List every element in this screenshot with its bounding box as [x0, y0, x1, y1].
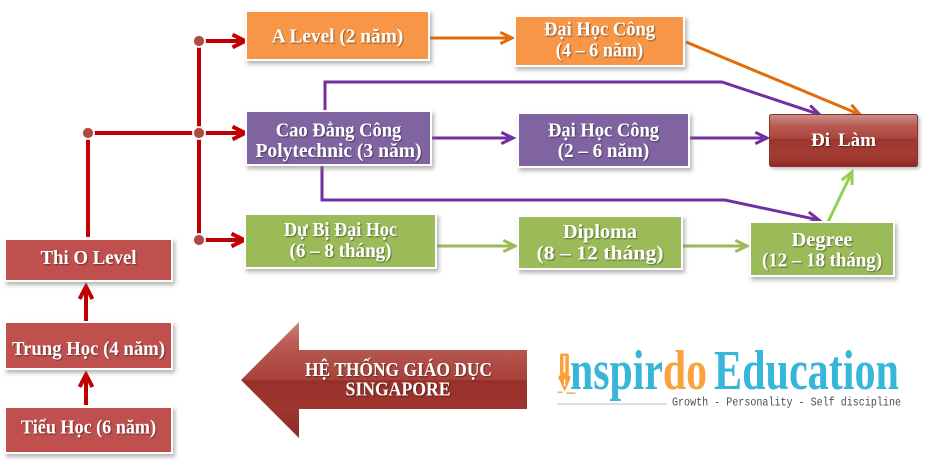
svg-text:Trung Học (4 năm): Trung Học (4 năm)	[12, 339, 165, 360]
svg-text:Cao Đẳng Công: Cao Đẳng Công	[276, 121, 402, 142]
svg-text:A Level (2 năm): A Level (2 năm)	[272, 27, 404, 48]
svg-text:Growth - Personality - Self di: Growth - Personality - Self discipline	[672, 396, 901, 410]
svg-text:Dự Bị Đại Học: Dự Bị Đại Học	[284, 220, 397, 241]
svg-text:(6 – 8 tháng): (6 – 8 tháng)	[290, 241, 392, 262]
svg-text:Đại Học Công: Đại Học Công	[544, 20, 655, 41]
svg-text:Education: Education	[714, 340, 899, 402]
svg-text:(4 – 6 năm): (4 – 6 năm)	[556, 41, 644, 62]
svg-text:Diploma: Diploma	[563, 222, 637, 243]
svg-text:HỆ THỐNG GIÁO DỤC: HỆ THỐNG GIÁO DỤC	[305, 359, 492, 381]
svg-text:(12 – 18 tháng): (12 – 18 tháng)	[762, 251, 882, 272]
svg-text:Polytechnic (3 năm): Polytechnic (3 năm)	[256, 141, 422, 162]
svg-text:Đi: Đi	[811, 130, 830, 151]
svg-text:Thi O Level: Thi O Level	[41, 248, 138, 269]
svg-text:nspirdo: nspirdo	[570, 340, 707, 402]
svg-text:SINGAPORE: SINGAPORE	[346, 380, 451, 401]
svg-text:(2 – 6 năm): (2 – 6 năm)	[558, 141, 650, 162]
svg-text:Làm: Làm	[838, 130, 876, 151]
svg-text:Đại Học Công: Đại Học Công	[548, 121, 659, 142]
svg-text:Tiểu Học (6 năm): Tiểu Học (6 năm)	[21, 418, 156, 439]
svg-text:Degree: Degree	[792, 230, 853, 251]
svg-text:(8 – 12 tháng): (8 – 12 tháng)	[537, 244, 664, 265]
